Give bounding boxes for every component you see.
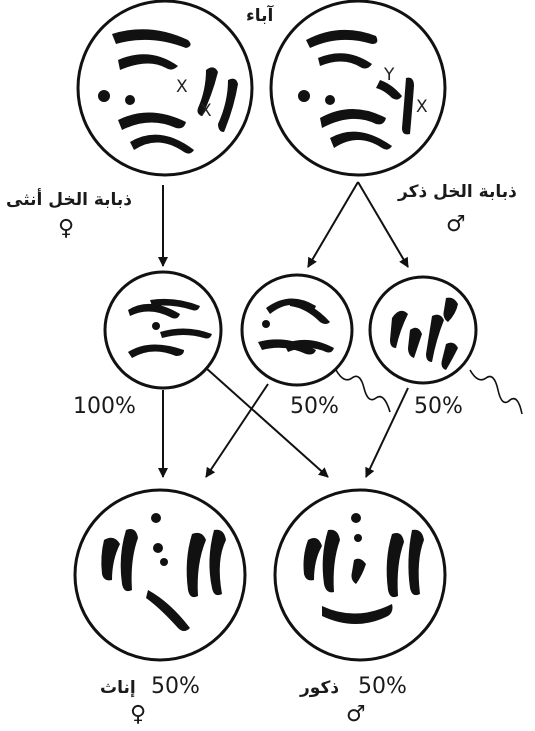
sex-chromosome-x (402, 77, 414, 135)
x-label: X (416, 97, 428, 117)
x-label: X (176, 77, 188, 97)
male-symbol-icon: ♂ (446, 212, 466, 237)
chromosome-pair (112, 29, 191, 70)
dot-chromosome (125, 95, 135, 105)
female-offspring-percent: 50% (151, 674, 200, 699)
parent-female-cell: X X (76, 0, 254, 177)
arrows (158, 181, 409, 478)
male-offspring-percent: 50% (358, 674, 407, 699)
dot-chromosome (325, 95, 335, 105)
dot-chromosome (298, 90, 310, 102)
female-offspring-symbol-icon: ♀ (130, 702, 147, 727)
offspring-female-cell (73, 488, 247, 662)
chromosome-pair (320, 109, 392, 150)
chromosome-pair (118, 112, 194, 154)
offspring-male-cell (273, 488, 447, 662)
sex-chromosome-x (197, 67, 238, 132)
gamete-egg-cell (103, 270, 223, 390)
gamete-sperm-x-cell (240, 273, 391, 413)
y-label: Y (383, 65, 395, 85)
parents-title: آباء (246, 6, 274, 26)
female-offspring-label: إناث (100, 678, 136, 698)
arrow-egg-to-male (205, 367, 329, 478)
arrow-sperm-x-to-female (205, 383, 269, 478)
male-offspring-label: ذكور (300, 678, 340, 698)
male-offspring-symbol-icon: ♂ (346, 702, 366, 727)
sperm-x-percent: 50% (290, 394, 339, 419)
sex-chromosome-y (376, 80, 402, 100)
arrow-male-to-sperm-y (357, 181, 409, 268)
dot-chromosome (98, 90, 110, 102)
chromosome-pair (306, 29, 378, 69)
female-symbol-icon: ♀ (58, 216, 75, 241)
arrow-sperm-y-to-male (365, 387, 409, 478)
sperm-y-percent: 50% (414, 394, 463, 419)
egg-percent: 100% (73, 394, 136, 419)
x-label: X (200, 101, 212, 121)
arrow-male-to-sperm-x (307, 181, 359, 268)
female-parent-label: ذبابة الخل أنثى (6, 190, 133, 210)
male-parent-label: ذبابة الخل ذكر (398, 182, 517, 202)
parent-male-cell: Y X (269, 0, 447, 177)
gamete-sperm-y-cell (368, 275, 523, 415)
